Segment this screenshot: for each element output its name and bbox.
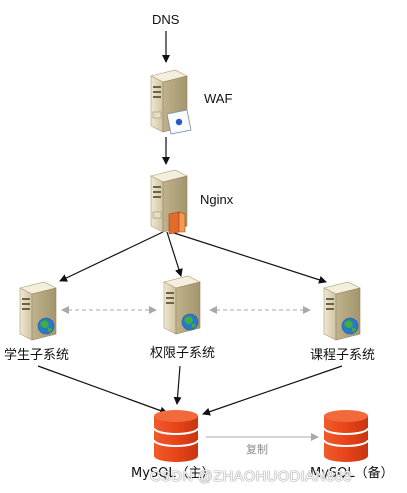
mysql-backup-label: MySQL（备）: [310, 466, 394, 481]
permission-server-icon: [163, 275, 201, 335]
replication-label: 复制: [246, 443, 268, 456]
waf-server-icon: [150, 69, 192, 135]
arrow-nginx-student: [59, 231, 164, 282]
arrow-permission-mysql: [173, 365, 182, 405]
dashed-links: [61, 306, 319, 441]
arrow-course-mysql: [202, 365, 343, 416]
nginx-server-icon: [150, 169, 188, 235]
arrow-nginx-course: [170, 231, 327, 284]
mysql-backup-database-icon: [323, 410, 369, 462]
dns-label: DNS: [152, 12, 180, 27]
arrows: [37, 31, 343, 416]
mysql-main-database-icon: [153, 410, 199, 462]
student-subsystem-label: 学生子系统: [4, 348, 70, 363]
arrow-nginx-permission: [166, 231, 183, 277]
permission-subsystem-label: 权限子系统: [150, 346, 216, 361]
student-server-icon: [19, 281, 57, 341]
mysql-main-label: MySQL（主）: [131, 466, 215, 481]
course-server-icon: [323, 281, 361, 341]
arrow-student-mysql: [37, 365, 168, 415]
waf-label: WAF: [204, 91, 233, 106]
nginx-label: Nginx: [200, 192, 234, 207]
course-subsystem-label: 课程子系统: [310, 348, 376, 363]
watermark: CSDN @ZHAOHUODIAN888: [150, 468, 352, 485]
